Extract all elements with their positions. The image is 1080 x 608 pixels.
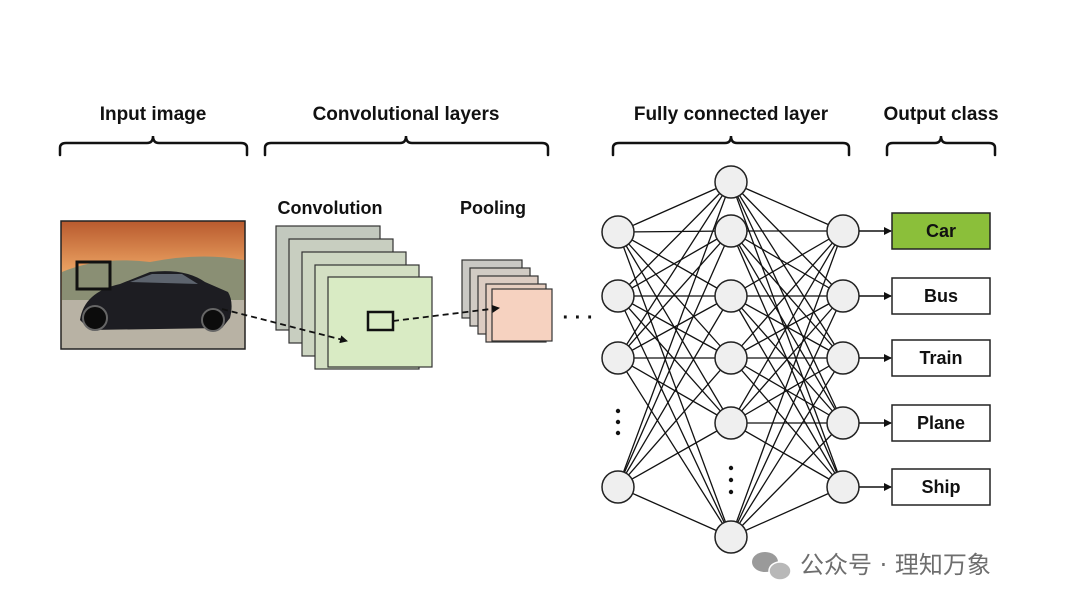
section-title-fc: Fully connected layer — [634, 104, 829, 125]
fc-node-input-layer — [601, 470, 635, 504]
output-class-box-ship — [891, 468, 991, 506]
fc-edge — [730, 295, 844, 424]
dashed-arrow-conv-to-pool — [392, 304, 500, 322]
wechat-icon — [752, 552, 792, 581]
pooling-stack — [461, 259, 553, 343]
fc-edge — [730, 230, 844, 297]
fc-node-hidden-layer — [714, 520, 748, 554]
fc-edge — [617, 295, 732, 488]
section-title-conv: Convolutional layers — [313, 104, 500, 125]
fc-edge — [617, 181, 732, 488]
fc-edge — [617, 486, 732, 538]
input-car-image — [60, 220, 246, 350]
output-class-label: Plane — [917, 413, 965, 433]
brace-conv — [263, 135, 550, 157]
fc-edge — [617, 230, 732, 359]
fc-node-input-layer — [601, 341, 635, 375]
fc-edge — [730, 181, 844, 488]
fc-edge — [617, 181, 732, 233]
fc-edge — [617, 357, 732, 538]
fc-node-hidden-layer — [714, 165, 748, 199]
fc-node-output-layer — [826, 279, 860, 313]
brace-fc — [611, 135, 851, 157]
pooling-label: Pooling — [460, 198, 526, 218]
fc-edge — [730, 230, 844, 424]
fc-nodes — [601, 165, 860, 554]
fc-edge — [730, 181, 844, 232]
fc-edge — [730, 422, 844, 538]
watermark: 公众号 · 理知万象 — [752, 551, 991, 581]
convolution-stack — [275, 225, 433, 370]
output-class-label: Ship — [922, 477, 961, 497]
fc-edge — [730, 181, 844, 297]
fc-edge — [617, 230, 732, 297]
fc-edge — [617, 422, 732, 488]
fc-edge — [730, 295, 844, 488]
fc-edge — [730, 230, 844, 359]
output-class-box-bus — [891, 277, 991, 315]
convolution-label: Convolution — [278, 198, 383, 218]
fc-node-input-layer — [601, 279, 635, 313]
brace-output — [885, 135, 997, 157]
fc-edge — [617, 181, 732, 359]
section-title-input: Input image — [100, 104, 207, 125]
fc-node-output-layer — [826, 214, 860, 248]
fc-edge — [617, 230, 732, 488]
fc-node-hidden-layer — [714, 214, 748, 248]
vertical-ellipsis-left — [615, 408, 621, 436]
fc-node-hidden-layer — [714, 279, 748, 313]
fc-node-output-layer — [826, 406, 860, 440]
fc-edge — [730, 181, 844, 359]
section-title-output: Output class — [883, 104, 998, 125]
fc-edge — [730, 357, 844, 424]
output-class-box-train — [891, 339, 991, 377]
fc-node-hidden-layer — [714, 406, 748, 440]
output-class-label: Bus — [924, 286, 958, 306]
fc-edge — [730, 295, 844, 538]
fc-node-input-layer — [601, 215, 635, 249]
output-class-label: Car — [926, 221, 956, 241]
output-class-box-plane — [891, 404, 991, 442]
fc-edge — [617, 231, 732, 538]
fc-edge — [730, 181, 844, 424]
brace-input — [58, 135, 249, 157]
watermark-text: 公众号 · 理知万象 — [800, 551, 991, 579]
fc-edge — [617, 295, 732, 359]
fc-edge — [730, 486, 844, 538]
output-class-box-car — [891, 212, 991, 250]
fc-edges — [617, 181, 844, 538]
receptive-field-box — [75, 260, 112, 291]
fc-node-output-layer — [826, 341, 860, 375]
ellipsis-dots: · · · — [562, 307, 593, 329]
output-class-label: Train — [919, 348, 962, 368]
fc-node-output-layer — [826, 470, 860, 504]
fc-edge — [730, 230, 844, 538]
fc-edge — [730, 422, 844, 488]
dashed-arrow-input-to-conv — [221, 308, 348, 344]
fc-edge — [617, 181, 732, 297]
fc-edge — [617, 357, 732, 488]
fc-edge — [730, 357, 844, 538]
fc-edge — [617, 230, 732, 233]
fc-node-hidden-layer — [714, 341, 748, 375]
vertical-ellipsis-middle — [728, 465, 734, 495]
